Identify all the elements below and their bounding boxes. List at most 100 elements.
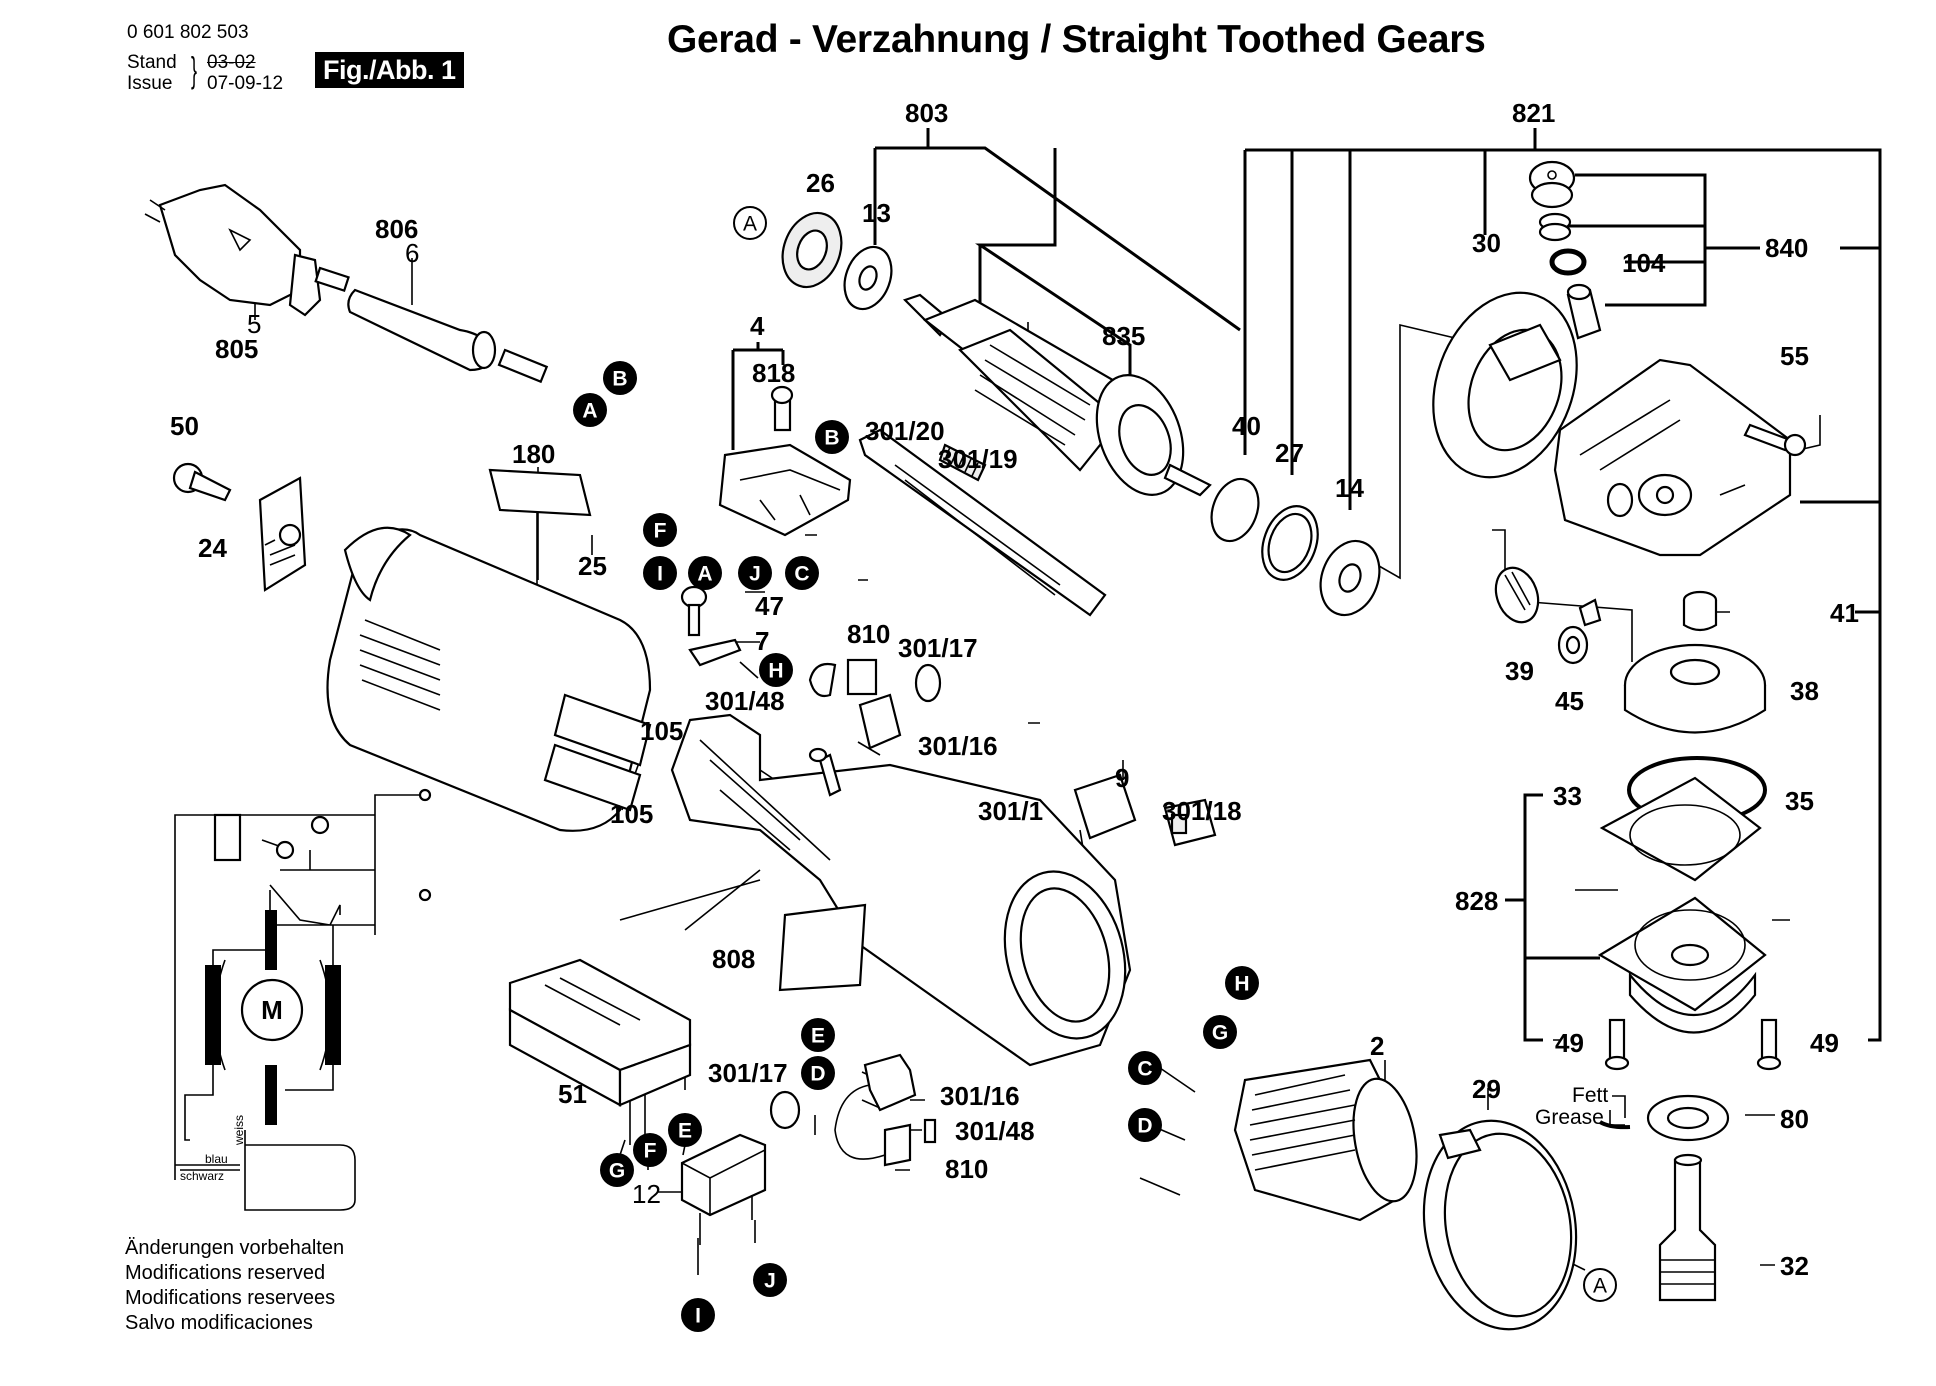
bearing-13 bbox=[843, 245, 893, 311]
screw-49-right bbox=[1756, 1018, 1782, 1071]
label-39: 39 bbox=[1505, 656, 1534, 686]
label-24: 24 bbox=[198, 533, 227, 563]
label-301-20: 301/20 bbox=[865, 416, 945, 446]
label-835: 835 bbox=[1102, 321, 1145, 351]
svg-text:B: B bbox=[612, 368, 627, 391]
wiring-schematic: M weiss blau schwarz bbox=[174, 788, 432, 1211]
label-808 bbox=[778, 903, 867, 992]
svg-text:A: A bbox=[582, 400, 597, 423]
svg-text:C: C bbox=[1137, 1058, 1152, 1081]
svg-text:F: F bbox=[644, 1140, 657, 1163]
label-55: 55 bbox=[1780, 341, 1809, 371]
notice-line-fr: Modifications reservees bbox=[125, 1287, 336, 1309]
screw-49-left bbox=[1604, 1018, 1630, 1071]
connector-j-switch: J bbox=[738, 556, 772, 590]
label-301-19: 301/19 bbox=[938, 444, 1018, 474]
label-840: 840 bbox=[1765, 233, 1808, 263]
connector-e-module: E bbox=[668, 1113, 702, 1147]
label-7: 7 bbox=[755, 626, 769, 656]
label-32: 32 bbox=[1780, 1251, 1809, 1281]
screw-50 bbox=[172, 462, 232, 502]
connector-i-switch: I bbox=[643, 556, 677, 590]
air-guide-29 bbox=[1422, 1119, 1578, 1331]
connector-h-stator: H bbox=[1225, 966, 1259, 1000]
grease-label-de: Fett bbox=[1572, 1084, 1608, 1107]
cable-sleeve-806 bbox=[347, 288, 549, 384]
connector-b-switch: B bbox=[815, 420, 849, 454]
wire-label-white: weiss bbox=[232, 1115, 246, 1146]
label-6: 6 bbox=[405, 238, 419, 268]
motor-symbol: M bbox=[261, 995, 283, 1025]
page-title: Gerad - Verzahnung / Straight Toothed Ge… bbox=[667, 18, 1486, 61]
label-805: 805 bbox=[215, 334, 258, 364]
label-2: 2 bbox=[1370, 1031, 1384, 1061]
label-301-17-lower: 301/17 bbox=[708, 1058, 788, 1088]
label-105-lower: 105 bbox=[610, 799, 653, 829]
ring-27 bbox=[1261, 505, 1319, 581]
notice-line-en: Modifications reserved bbox=[125, 1262, 326, 1284]
capacitor-12 bbox=[680, 1133, 767, 1245]
svg-text:D: D bbox=[810, 1063, 825, 1086]
revision-dates: 03-02 07-09-12 bbox=[207, 52, 283, 94]
stand-label: Stand bbox=[127, 52, 177, 73]
label-301-17-upper: 301/17 bbox=[898, 633, 978, 663]
svg-text:I: I bbox=[657, 563, 663, 586]
svg-text:D: D bbox=[1137, 1115, 1152, 1138]
label-41: 41 bbox=[1830, 598, 1859, 628]
switch-rod-301-20 bbox=[858, 428, 1107, 617]
bushing-41 bbox=[1682, 590, 1718, 632]
pinion-39 bbox=[1494, 566, 1540, 624]
clip-7 bbox=[688, 638, 742, 667]
label-33: 33 bbox=[1553, 781, 1582, 811]
label-301-1: 301/1 bbox=[978, 796, 1043, 826]
switch-button-301-18 bbox=[1163, 798, 1217, 847]
svg-text:E: E bbox=[678, 1120, 692, 1143]
connector-f-switch: F bbox=[643, 513, 677, 547]
label-14: 14 bbox=[1335, 473, 1364, 503]
label-821: 821 bbox=[1512, 98, 1555, 128]
label-5: 5 bbox=[247, 309, 261, 339]
label-808: 808 bbox=[712, 944, 755, 974]
part-number-labels: 803 821 26 13 806 6 5 805 30 840 104 835… bbox=[170, 98, 1859, 1281]
label-30: 30 bbox=[1472, 228, 1501, 258]
svg-text:A: A bbox=[697, 563, 712, 586]
connector-a-bearing: A bbox=[733, 206, 767, 240]
brace-glyph: } bbox=[191, 49, 198, 90]
svg-text:J: J bbox=[749, 563, 761, 586]
label-35: 35 bbox=[1785, 786, 1814, 816]
electronics-module-51 bbox=[508, 958, 692, 1145]
connector-a-switch: A bbox=[688, 556, 722, 590]
label-80: 80 bbox=[1780, 1104, 1809, 1134]
label-12: 12 bbox=[632, 1179, 661, 1209]
connector-j-capacitor: J bbox=[753, 1263, 787, 1297]
bevel-gear-38 bbox=[1623, 643, 1767, 734]
label-810-lower: 810 bbox=[945, 1154, 988, 1184]
svg-text:F: F bbox=[654, 520, 667, 543]
label-49-left: 49 bbox=[1555, 1028, 1584, 1058]
label-803: 803 bbox=[905, 98, 948, 128]
figure-badge: Fig./Abb. 1 bbox=[315, 52, 464, 88]
brush-holder-lower bbox=[769, 1053, 937, 1167]
svg-text:I: I bbox=[695, 1305, 701, 1328]
label-180: 180 bbox=[512, 439, 555, 469]
label-25: 25 bbox=[578, 551, 607, 581]
label-4: 4 bbox=[750, 311, 765, 341]
svg-text:G: G bbox=[609, 1160, 625, 1183]
connector-a-baffle: A bbox=[1583, 1268, 1617, 1302]
label-27: 27 bbox=[1275, 438, 1304, 468]
label-105-upper: 105 bbox=[640, 716, 683, 746]
svg-text:A: A bbox=[743, 213, 757, 236]
spring-840 bbox=[1538, 212, 1572, 242]
pin-840 bbox=[1566, 283, 1602, 340]
wire-label-blue: blau bbox=[205, 1152, 228, 1166]
label-301-16-upper: 301/16 bbox=[918, 731, 998, 761]
connector-f-module: F bbox=[633, 1133, 667, 1167]
grease-label-en: Grease bbox=[1535, 1106, 1604, 1129]
retaining-ring-40 bbox=[1210, 477, 1260, 543]
bearing-14 bbox=[1319, 539, 1381, 617]
cap-840 bbox=[1528, 160, 1576, 209]
label-301-48-upper: 301/48 bbox=[705, 686, 785, 716]
wire-label-black: schwarz bbox=[180, 1169, 224, 1183]
connector-e-brush-lower: E bbox=[801, 1018, 835, 1052]
